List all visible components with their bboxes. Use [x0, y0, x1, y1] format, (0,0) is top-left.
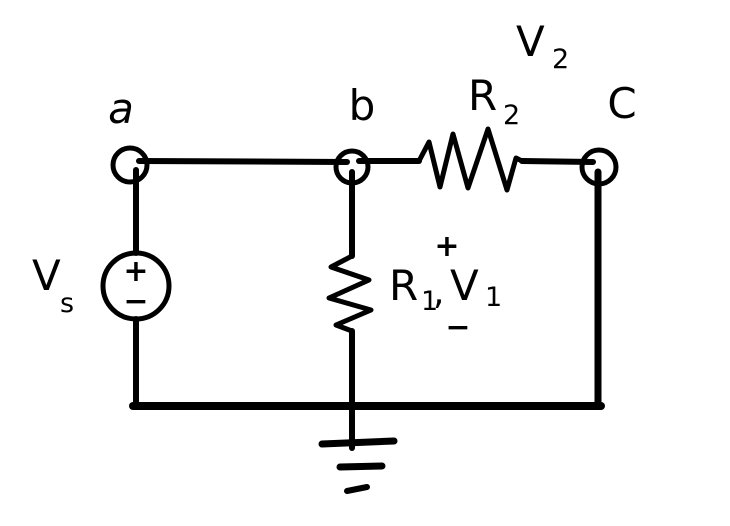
- v1-minus-sign: −: [445, 310, 470, 345]
- r1-v1-comma: ,: [433, 272, 444, 313]
- ground-bar-bottom: [344, 484, 370, 494]
- vs-label-base: V: [32, 251, 61, 300]
- r2-label-base: R: [468, 71, 497, 120]
- r1-label-base: R: [389, 261, 418, 310]
- node-c-label: C: [607, 79, 636, 128]
- source-minus-sign: −: [123, 284, 148, 319]
- source-plus-sign: +: [123, 254, 148, 289]
- wire-top-a-to-b: [136, 158, 350, 165]
- node-a-terminal-icon: [110, 145, 150, 185]
- node-c-terminal-icon: [579, 147, 619, 187]
- v2-label-sub: 2: [552, 44, 569, 75]
- r2-label: R 2: [468, 71, 520, 131]
- v1-label-sub: 1: [485, 282, 502, 313]
- v1-label-base: V: [450, 261, 479, 310]
- r1-label-sub: 1: [421, 286, 438, 317]
- r2-label-sub: 2: [503, 100, 520, 131]
- resistor-r1-icon: [326, 253, 374, 334]
- ground-bar-top: [318, 437, 398, 448]
- v2-label-base: V: [516, 17, 545, 66]
- node-b-label: b: [349, 81, 376, 130]
- v1-plus-sign: +: [434, 229, 459, 264]
- vs-label-sub: s: [60, 288, 74, 319]
- node-b-terminal-icon: [333, 148, 371, 186]
- resistor-r2-icon: [416, 126, 525, 193]
- v2-label: V 2: [516, 17, 569, 75]
- vs-label: V s: [32, 251, 74, 319]
- ground-icon: [318, 437, 398, 494]
- r1-v1-label: R 1 , V 1: [389, 261, 502, 317]
- node-a-label: a: [108, 84, 134, 133]
- ground-bar-middle: [336, 462, 386, 471]
